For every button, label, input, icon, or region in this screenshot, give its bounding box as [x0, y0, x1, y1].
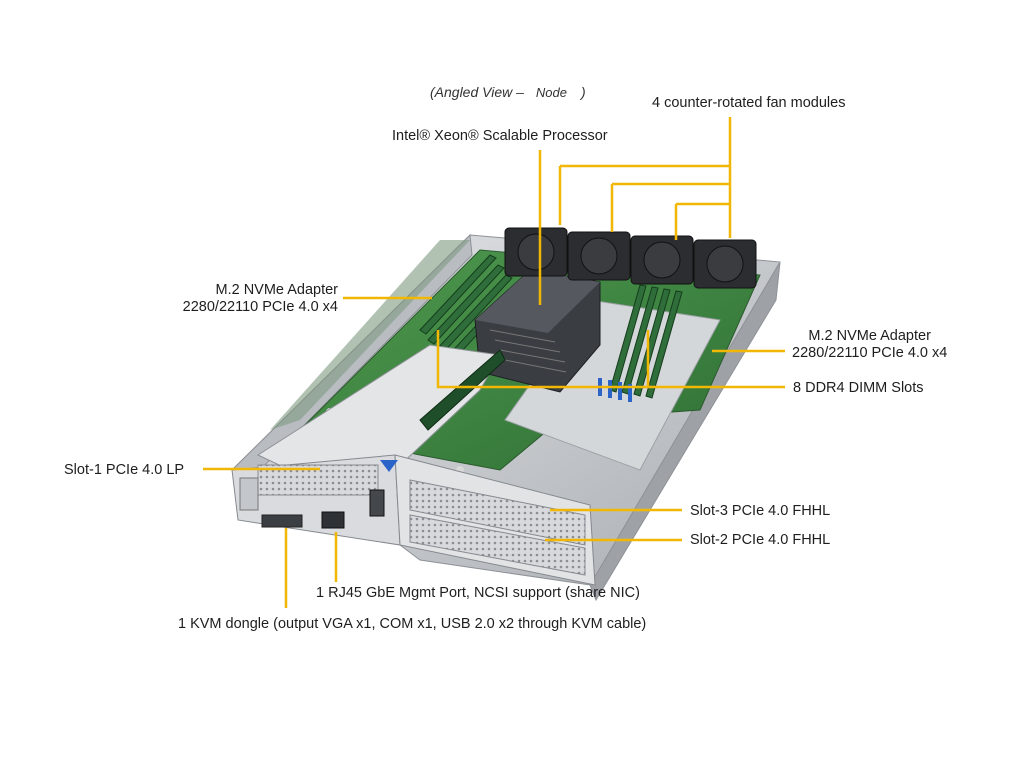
view-title-node: Node — [535, 85, 567, 100]
label-m2-left-line2: 2280/22110 PCIe 4.0 x4 — [182, 299, 338, 315]
label-processor: Intel® Xeon® Scalable Processor — [392, 128, 608, 144]
label-rj45: 1 RJ45 GbE Mgmt Port, NCSI support (shar… — [316, 585, 640, 601]
dimm-bank-right — [609, 284, 683, 399]
label-fan-modules: 4 counter-rotated fan modules — [652, 95, 846, 111]
label-m2-left: M.2 NVMe Adapter 2280/22110 PCIe 4.0 x4 — [168, 282, 338, 316]
label-slot3: Slot-3 PCIe 4.0 FHHL — [690, 503, 831, 519]
label-m2-right-line2: 2280/22110 PCIe 4.0 x4 — [792, 345, 948, 361]
kvm-port — [261, 514, 303, 528]
label-slot2: Slot-2 PCIe 4.0 FHHL — [690, 532, 831, 548]
view-title: (Angled View – Node) — [430, 84, 586, 100]
label-m2-right: M.2 NVMe Adapter 2280/22110 PCIe 4.0 x4 — [792, 328, 947, 362]
view-title-prefix: (Angled View – — [430, 84, 524, 100]
label-dimm-slots: 8 DDR4 DIMM Slots — [793, 380, 924, 396]
front-panel-left — [231, 454, 401, 546]
label-kvm: 1 KVM dongle (output VGA x1, COM x1, USB… — [178, 616, 647, 632]
front-panel-right — [380, 454, 596, 586]
label-slot1: Slot-1 PCIe 4.0 LP — [64, 462, 185, 478]
callout-lines — [203, 117, 785, 608]
callout-line-dimm — [436, 330, 785, 389]
fan-modules — [504, 227, 757, 289]
view-title-suffix: ) — [581, 84, 586, 100]
label-m2-right-line1: M.2 NVMe Adapter — [808, 328, 931, 344]
rj45-port — [321, 511, 345, 529]
label-m2-left-line1: M.2 NVMe Adapter — [215, 282, 339, 298]
